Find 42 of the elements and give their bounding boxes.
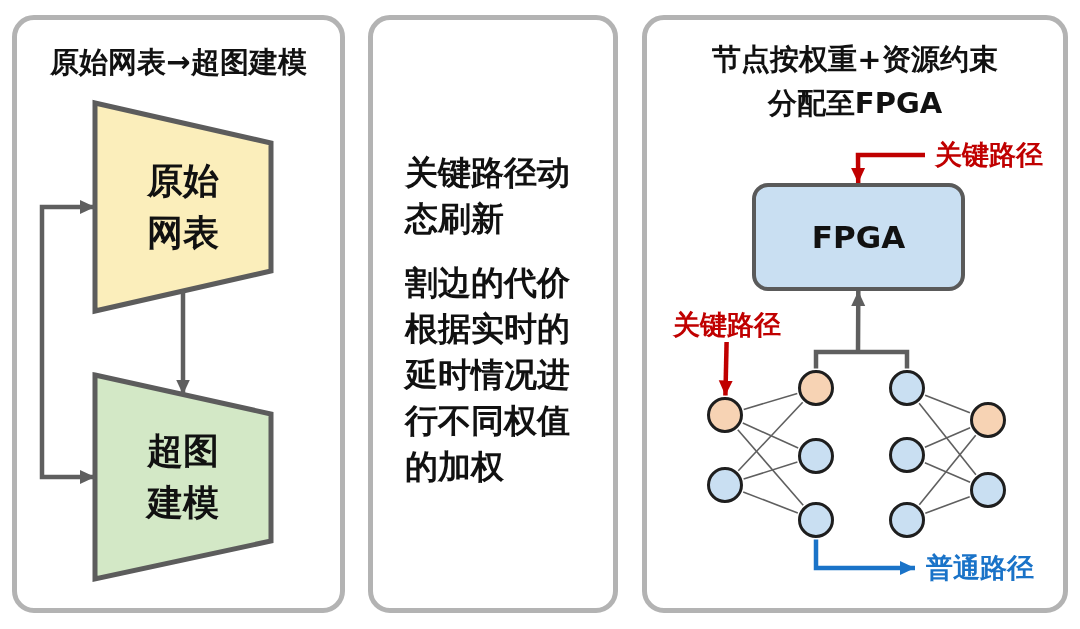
network-node [889, 437, 925, 473]
arrow [176, 291, 190, 395]
path-label: 关键路径 [925, 138, 1053, 172]
connector-line [924, 426, 971, 449]
network-node [798, 438, 834, 474]
connector-line [924, 461, 971, 484]
connector-line [742, 461, 799, 480]
panel-title: 原始网表→超图建模 [49, 44, 308, 81]
arrow [813, 288, 910, 371]
path-label: 普通路径 [915, 551, 1045, 585]
connector-line [742, 422, 799, 449]
network-node [889, 370, 925, 406]
connector-line [918, 434, 977, 506]
connector-line [742, 392, 799, 411]
connector-line [737, 428, 804, 507]
connector-line [924, 394, 971, 414]
network-node [798, 502, 834, 538]
panel-title: 节点按权重+资源约束分配至FPGA [711, 41, 999, 122]
network-node [889, 502, 925, 538]
network-node [798, 370, 834, 406]
arrow [813, 539, 915, 575]
paragraph: 割边的代价根据实时的延时情况进行不同权值的加权 [405, 262, 571, 488]
arrow [718, 341, 733, 396]
network-node [707, 397, 743, 433]
network-node [970, 472, 1006, 508]
connector-line [918, 402, 977, 476]
connector-line [737, 401, 804, 472]
panel [368, 15, 618, 613]
trapezoid-shape [95, 375, 271, 579]
path-label: 关键路径 [672, 308, 782, 342]
panel [642, 15, 1068, 613]
network-node [707, 467, 743, 503]
connector-line [742, 491, 799, 514]
arrow [851, 152, 925, 183]
panel [12, 15, 345, 613]
shape-label: 超图建模 [144, 429, 220, 525]
connector-line [924, 496, 971, 514]
network-node [970, 402, 1006, 438]
process-box: FPGA [752, 183, 965, 291]
arrow [39, 200, 95, 484]
shape-label: 原始网表 [146, 159, 220, 255]
paragraph: 关键路径动态刷新 [405, 152, 571, 240]
